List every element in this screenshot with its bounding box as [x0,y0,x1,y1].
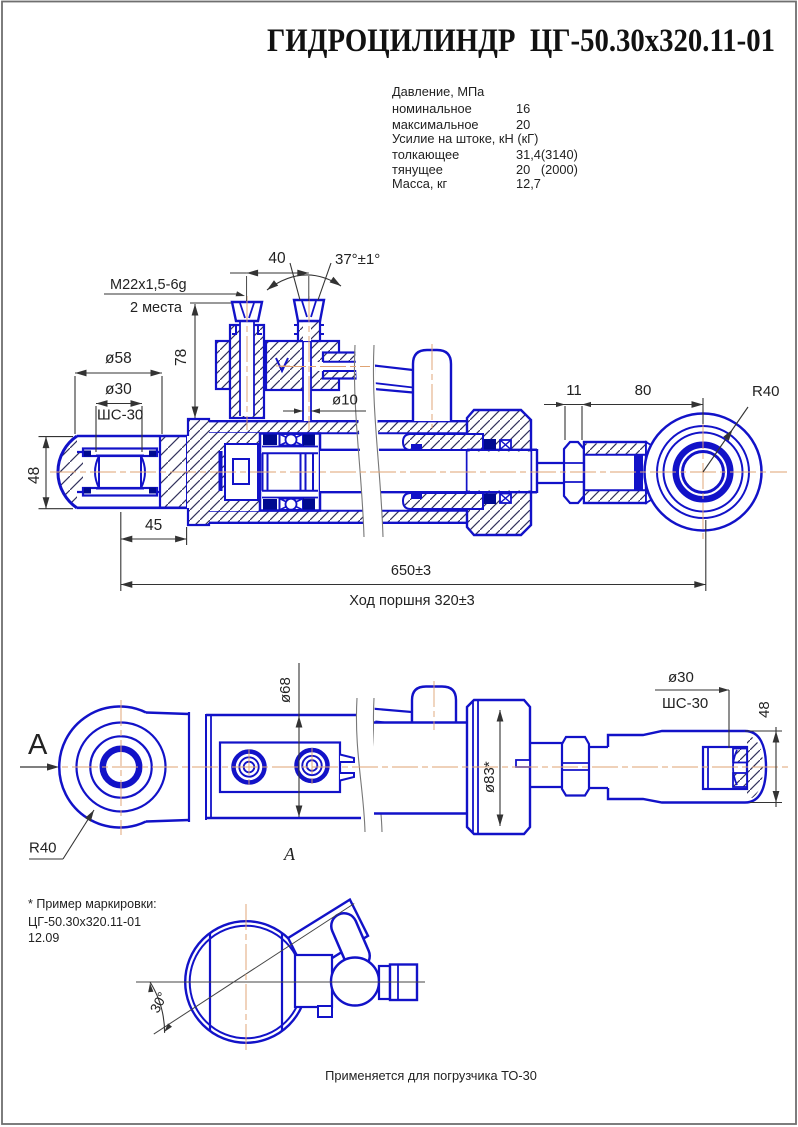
svg-text:16: 16 [516,101,530,116]
svg-text:ø68: ø68 [277,677,294,703]
svg-text:11: 11 [566,382,582,399]
svg-text:тянущее: тянущее [392,162,443,177]
svg-text:M22x1,5-6g: M22x1,5-6g [110,277,187,293]
svg-text:ШС-30: ШС-30 [97,407,143,424]
svg-text:ø83*: ø83* [481,761,498,793]
svg-text:R40: R40 [752,383,780,400]
svg-text:650±3: 650±3 [391,563,431,579]
svg-text:20 (2000): 20 (2000) [516,162,578,177]
svg-text:80: 80 [635,382,652,399]
svg-text:20: 20 [516,117,530,132]
svg-text:2 места: 2 места [130,300,183,316]
svg-text:37°±1°: 37°±1° [335,251,380,268]
svg-text:А: А [283,844,296,864]
svg-text:Усилие на штоке, кН (кГ): Усилие на штоке, кН (кГ) [392,131,538,146]
svg-text:ГИДРОЦИЛИНДР ЦГ-50.30х320.11-: ГИДРОЦИЛИНДР ЦГ-50.30х320.11-01 [267,23,775,59]
svg-text:ø58: ø58 [105,350,132,367]
svg-text:12,7: 12,7 [516,176,541,191]
svg-text:Ход поршня 320±3: Ход поршня 320±3 [349,593,474,609]
svg-text:номинальное: номинальное [392,101,472,116]
svg-text:ø30: ø30 [668,669,694,686]
svg-text:45: 45 [145,517,162,534]
svg-text:ЦГ-50.30х320.11-01: ЦГ-50.30х320.11-01 [28,915,141,929]
svg-text:12.09: 12.09 [28,931,59,945]
svg-text:R40: R40 [29,840,57,857]
svg-text:31,4(3140): 31,4(3140) [516,147,578,162]
svg-text:ø30: ø30 [105,381,132,398]
svg-text:ШС-30: ШС-30 [662,695,708,712]
svg-text:78: 78 [173,349,190,366]
svg-text:48: 48 [26,467,43,484]
svg-text:Давление, МПа: Давление, МПа [392,84,485,99]
svg-text:48: 48 [756,701,773,718]
svg-text:* Пример маркировки:: * Пример маркировки: [28,897,157,911]
svg-text:максимальное: максимальное [392,117,479,132]
svg-text:Применяется для погрузчика ТО-: Применяется для погрузчика ТО-30 [325,1068,537,1083]
svg-text:А: А [28,729,48,761]
svg-text:ø10: ø10 [332,392,358,409]
svg-text:40: 40 [268,250,286,267]
svg-text:Масса, кг: Масса, кг [392,176,448,191]
svg-text:толкающее: толкающее [392,147,459,162]
